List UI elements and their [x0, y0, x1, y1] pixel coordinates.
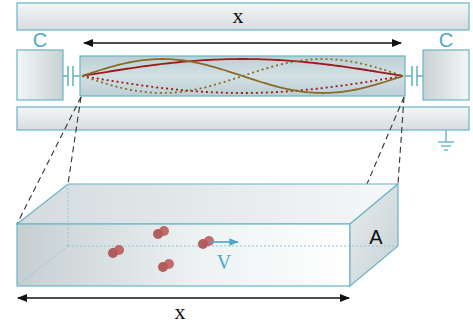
dimension-label: x	[233, 5, 244, 27]
capacitor-symbol	[63, 66, 80, 86]
wave-mode	[82, 59, 403, 93]
standing-waves	[82, 59, 403, 93]
charge-particles	[108, 226, 214, 272]
particle	[108, 245, 124, 258]
port-pad	[423, 50, 469, 100]
wave-mode	[82, 59, 403, 93]
capacitor-label: C	[33, 30, 47, 50]
dimension-label: x	[175, 301, 186, 323]
particle	[158, 259, 174, 272]
ground-strip	[17, 107, 469, 130]
projection-line	[17, 97, 404, 224]
ground-strip	[17, 3, 469, 30]
capacitor-label: C	[439, 30, 453, 50]
port-pad	[17, 50, 63, 100]
particle	[153, 226, 169, 239]
capacitor-symbol	[405, 66, 423, 86]
ground-symbol	[438, 130, 454, 150]
velocity-arrow	[210, 241, 238, 243]
dimension-arrow	[84, 42, 401, 44]
volume-box	[17, 184, 398, 286]
area-label: A	[369, 227, 382, 247]
dimension-arrow	[18, 297, 349, 299]
center-conductor	[80, 56, 405, 96]
velocity-label: V	[217, 252, 231, 272]
